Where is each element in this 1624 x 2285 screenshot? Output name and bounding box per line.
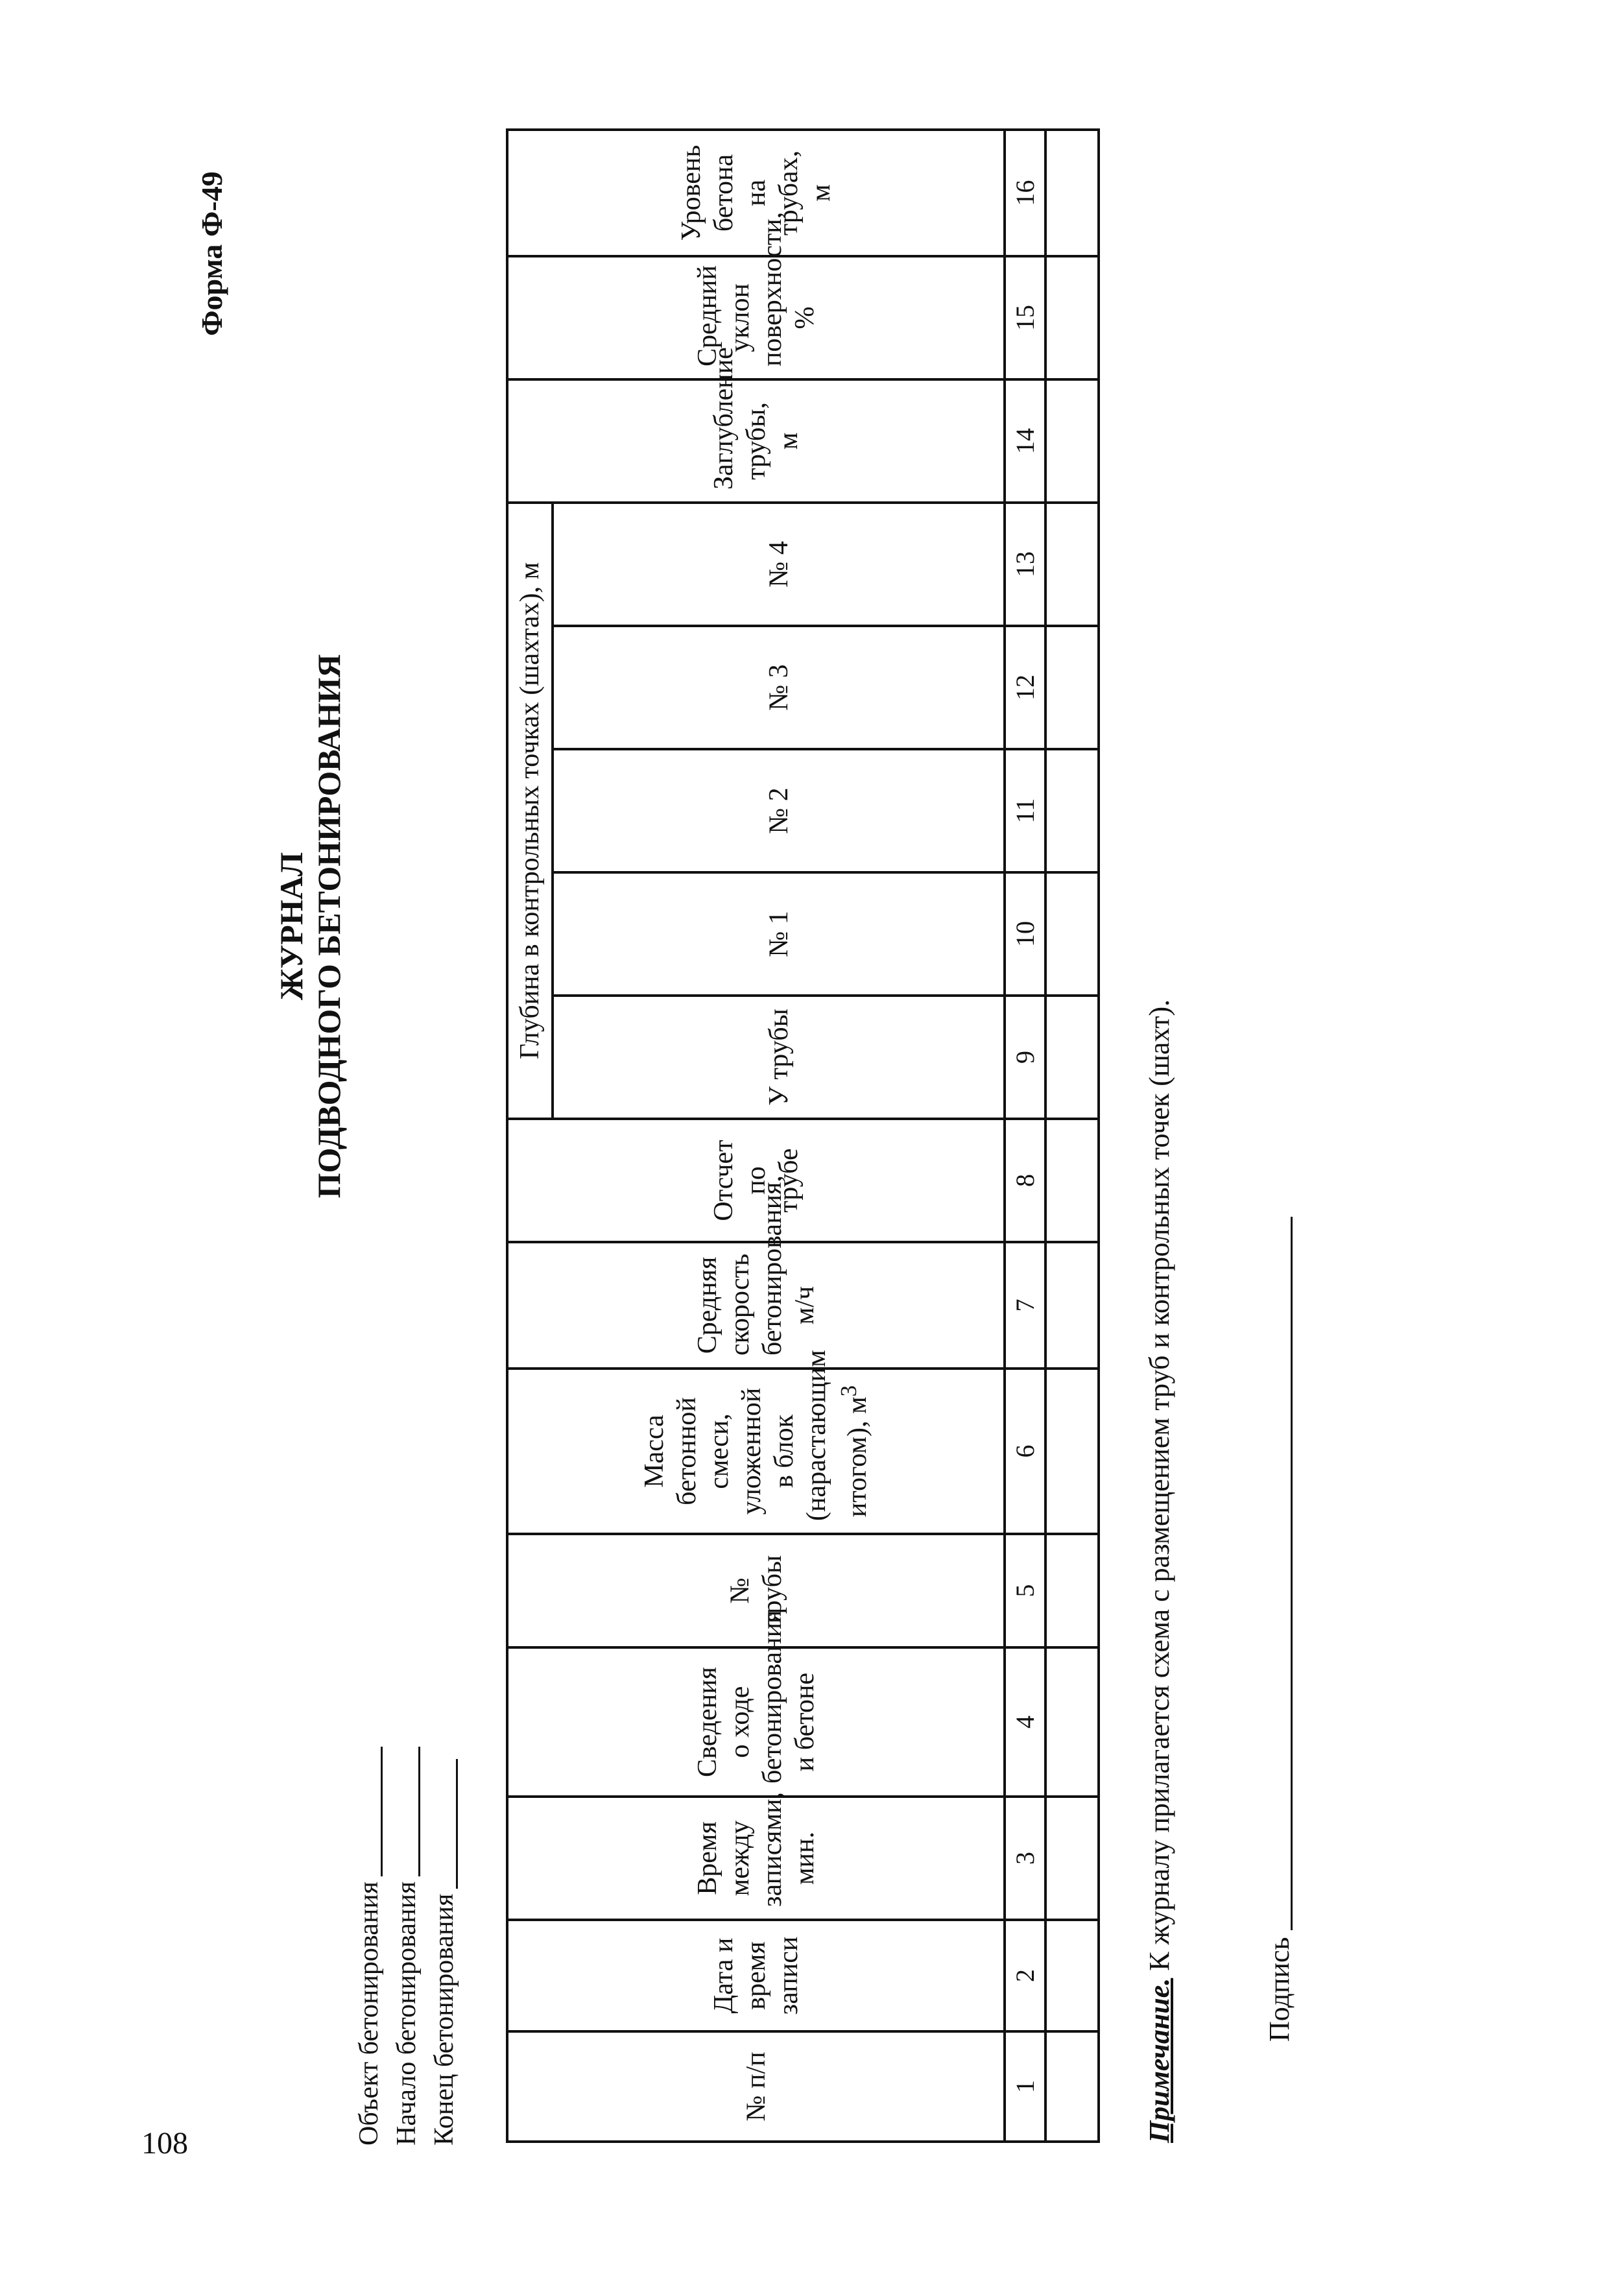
object-field: Объект бетонирования — [350, 1692, 388, 2146]
table-cell[interactable] — [1045, 996, 1099, 1119]
col-header-5: № трубы — [507, 1534, 1005, 1647]
col-header-14: Заглубление трубы, м — [507, 347, 1005, 503]
end-input-line[interactable] — [430, 1758, 458, 1889]
col-number: 5 — [1005, 1534, 1045, 1647]
table-cell[interactable] — [1045, 1797, 1099, 1920]
start-label: Начало бетонирования — [392, 1881, 422, 2146]
col-number: 8 — [1005, 1119, 1045, 1242]
form-label: Форма Ф-49 — [195, 171, 228, 336]
col-number: 15 — [1005, 256, 1045, 379]
table-row — [1045, 129, 1099, 2142]
col-number: 12 — [1005, 626, 1045, 749]
table-cell[interactable] — [1045, 2031, 1099, 2142]
col-header-12: № 3 — [553, 626, 1005, 749]
table-cell[interactable] — [1045, 1369, 1099, 1534]
col-number: 14 — [1005, 379, 1045, 503]
end-field: Конец бетонирования — [425, 1692, 463, 2146]
col-number: 4 — [1005, 1647, 1045, 1797]
col-header-10: № 1 — [553, 872, 1005, 996]
group-header-depth: Глубина в контрольных точках (шахтах), м — [507, 502, 553, 1119]
col-header-3: Время между записями, мин. — [507, 1792, 1005, 1920]
col-number: 1 — [1005, 2031, 1045, 2142]
header-row-group: № п/п Дата и время записи Время между за… — [507, 129, 1005, 2142]
table-cell[interactable] — [1045, 749, 1099, 872]
title-line-1: ЖУРНАЛ — [273, 852, 309, 1001]
col-header-9: У трубы — [553, 996, 1005, 1119]
footnote: Примечание. К журналу прилагается схема … — [1141, 132, 1178, 2143]
table-cell[interactable] — [1045, 256, 1099, 379]
table-cell[interactable] — [1045, 129, 1099, 256]
col-header-6-text: Масса бетонной смеси, уложенной в блок (… — [639, 1350, 872, 1521]
table-cell[interactable] — [1045, 1647, 1099, 1797]
meta-fields: Объект бетонирования Начало бетонировани… — [350, 1692, 463, 2146]
col-header-8: Отсчет по трубе — [507, 1119, 1005, 1242]
object-label: Объект бетонирования — [354, 1881, 384, 2146]
table-cell[interactable] — [1045, 872, 1099, 996]
column-number-row: 1 2 3 4 5 6 7 8 9 10 11 12 13 14 15 16 — [1005, 129, 1045, 2142]
col-header-6-sup: 3 — [836, 1385, 861, 1397]
col-number: 2 — [1005, 1920, 1045, 2031]
table-cell[interactable] — [1045, 1534, 1099, 1647]
col-header-4: Сведения о ходе бетонирования и бетоне — [507, 1610, 1005, 1797]
start-input-line[interactable] — [392, 1746, 420, 1876]
col-header-6: Масса бетонной смеси, уложенной в блок (… — [507, 1350, 1005, 1534]
note-label: Примечание. — [1143, 1978, 1175, 2143]
col-header-16: Уровень бетона на трубах, м — [507, 129, 1005, 256]
col-number: 13 — [1005, 502, 1045, 626]
signature-field: Подпись — [1261, 1217, 1298, 2042]
start-field: Начало бетонирования — [388, 1692, 425, 2146]
table-cell[interactable] — [1045, 1242, 1099, 1369]
col-number: 9 — [1005, 996, 1045, 1119]
col-number: 3 — [1005, 1797, 1045, 1920]
page-number: 108 — [141, 2126, 188, 2160]
col-header-2: Дата и время записи — [507, 1920, 1005, 2031]
col-header-15: Средний уклон поверхности, % — [507, 212, 1005, 379]
table-cell[interactable] — [1045, 626, 1099, 749]
journal-title: ЖУРНАЛ ПОДВОДНОГО БЕТОНИРОВАНИЯ — [272, 407, 348, 1445]
col-number: 10 — [1005, 872, 1045, 996]
end-label: Конец бетонирования — [429, 1893, 459, 2146]
signature-line[interactable] — [1262, 1217, 1293, 1931]
table-cell[interactable] — [1045, 502, 1099, 626]
col-number: 6 — [1005, 1369, 1045, 1534]
table-cell[interactable] — [1045, 1920, 1099, 2031]
table-cell[interactable] — [1045, 1119, 1099, 1242]
object-input-line[interactable] — [355, 1746, 383, 1876]
col-number: 7 — [1005, 1242, 1045, 1369]
col-number: 11 — [1005, 749, 1045, 872]
title-line-2: ПОДВОДНОГО БЕТОНИРОВАНИЯ — [311, 654, 347, 1199]
col-header-1: № п/п — [507, 2031, 1005, 2142]
col-header-7: Средняя скорость бетонирования, м/ч — [507, 1175, 1005, 1369]
signature-label: Подпись — [1263, 1937, 1295, 2042]
table-cell[interactable] — [1045, 379, 1099, 503]
note-text: К журналу прилагается схема с размещение… — [1143, 999, 1175, 1978]
journal-table: № п/п Дата и время записи Время между за… — [506, 128, 1100, 2143]
col-header-13: № 4 — [553, 502, 1005, 626]
col-header-11: № 2 — [553, 749, 1005, 872]
col-number: 16 — [1005, 129, 1045, 256]
